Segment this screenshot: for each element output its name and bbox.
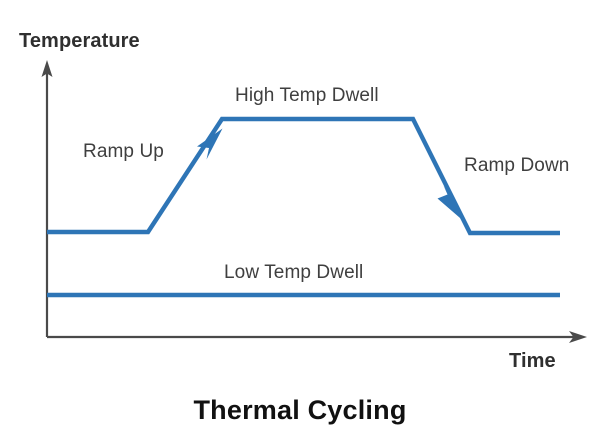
low-temp-dwell-label: Low Temp Dwell xyxy=(224,262,364,283)
chart-title: Thermal Cycling xyxy=(193,395,407,425)
ramp-down-label: Ramp Down xyxy=(464,155,570,176)
ramp-up-arrowhead-icon xyxy=(197,128,223,160)
thermal-profile-group xyxy=(47,116,560,298)
high-temp-dwell-label: High Temp Dwell xyxy=(235,85,379,106)
y-axis-label: Temperature xyxy=(19,30,140,52)
x-axis-arrowhead-icon xyxy=(569,331,587,343)
x-axis-label: Time xyxy=(509,350,556,372)
thermal-profile-line xyxy=(47,116,560,236)
axes-group xyxy=(41,60,587,343)
y-axis-arrowhead-icon xyxy=(41,60,53,77)
ramp-down-arrowhead-icon xyxy=(437,185,467,224)
ramp-up-label: Ramp Up xyxy=(83,141,164,162)
